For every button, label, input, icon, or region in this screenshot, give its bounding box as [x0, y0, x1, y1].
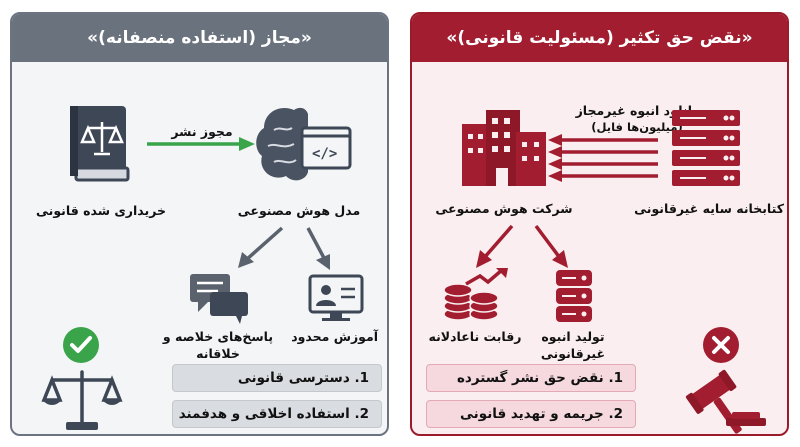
- law-book-icon: [70, 106, 130, 182]
- green-arrow: [147, 137, 255, 151]
- left-panel-title: «مجاز (استفاده منصفانه)»: [12, 14, 387, 62]
- creative-answers-label: پاسخ‌های خلاصه و خلاقانه: [162, 329, 274, 361]
- close-x-icon: [703, 327, 739, 363]
- company-building-icon: [462, 110, 546, 186]
- ai-brain-icon: </>: [256, 107, 352, 181]
- gray-arrows: [238, 226, 330, 270]
- right-panel-title: «نقض حق تکثیر (مسئولیت قانونی)»: [412, 14, 787, 62]
- chat-bubbles-icon: [190, 274, 248, 324]
- left-panel-fair-use: «مجاز (استفاده منصفانه)» خریداری شده قان…: [10, 12, 389, 436]
- ai-model-label: مدل هوش مصنوعی: [237, 203, 361, 218]
- database-icon: [556, 270, 592, 322]
- right-panel-infringement: «نقض حق تکثیر (مسئولیت قانونی)» شرکت هوش…: [410, 12, 789, 436]
- monitor-user-icon: [308, 274, 364, 321]
- check-icon: [63, 327, 99, 363]
- mass-download-label: دانلود انبوه غیرمجاز: [575, 103, 699, 118]
- server-library-icon: [672, 110, 740, 186]
- red-download-arrows: [548, 134, 658, 182]
- legal-penalty-item: 2. جریمه و تهدید قانونی: [426, 400, 636, 428]
- gavel-icon: [685, 369, 766, 434]
- ai-company-label: شرکت هوش مصنوعی: [435, 201, 573, 216]
- mass-production-label: تولید انبوه غیرقانونی: [540, 329, 606, 361]
- ethical-use-item: 2. استفاده اخلاقی و هدفمند: [172, 400, 382, 428]
- scales-icon: [41, 370, 123, 430]
- unfair-competition-label: رقابت ناعادلانه: [428, 329, 522, 344]
- shadow-library-label: کتابخانه سایه غیرقانونی: [634, 201, 784, 216]
- publish-permit-label: مجوز نشر: [171, 124, 233, 139]
- red-arrows-down: [476, 224, 568, 268]
- legal-access-item: 1. دسترسی قانونی: [172, 364, 382, 392]
- svg-text:</>: </>: [312, 146, 337, 162]
- copyright-violation-item: 1. نقض حق نشر گسترده: [426, 364, 636, 392]
- book-label: خریداری شده قانونی: [36, 203, 166, 218]
- limited-training-label: آموزش محدود: [291, 329, 378, 344]
- millions-files-label: (میلیون‌ها فایل): [591, 120, 683, 134]
- coins-growth-icon: [443, 268, 508, 321]
